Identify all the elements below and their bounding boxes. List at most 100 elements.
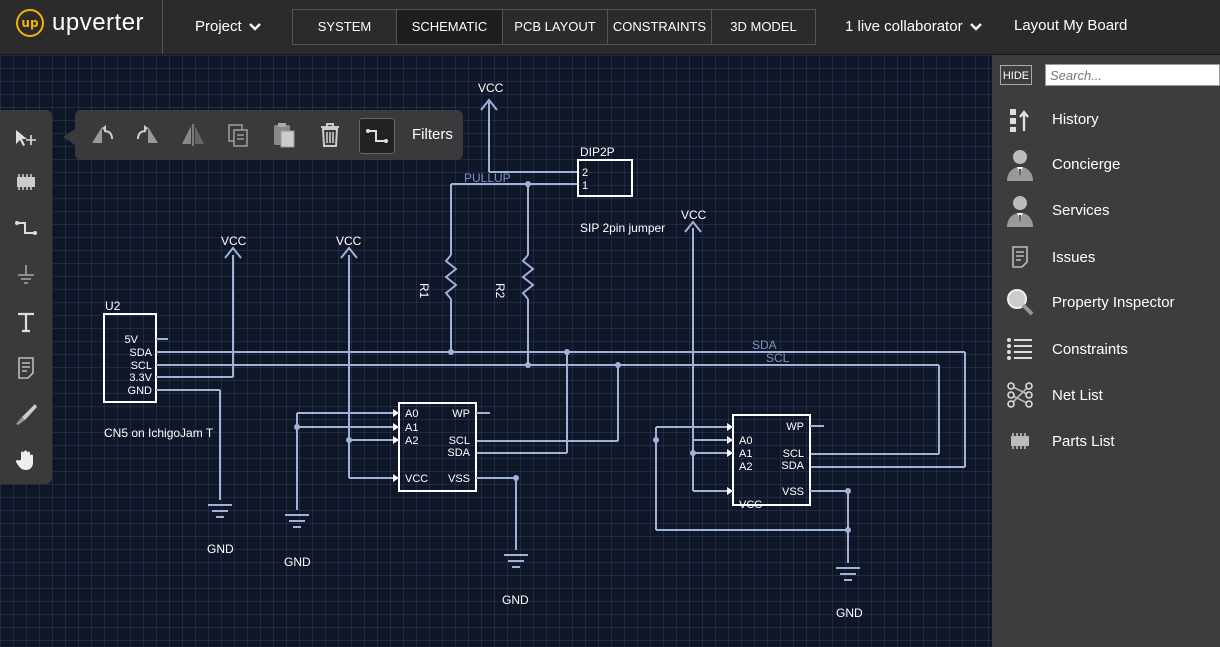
eeprom2-pin-a2: A2	[739, 461, 752, 473]
copy-button[interactable]	[221, 118, 255, 152]
sidebar-item-label: Net List	[1052, 386, 1103, 404]
eeprom2-pin-sda: SDA	[781, 460, 804, 472]
u2-pin-3v3: 3.3V	[129, 372, 152, 384]
wire-tool[interactable]	[10, 212, 42, 244]
tab-3d-model[interactable]: 3D MODEL	[712, 10, 815, 44]
part-tool[interactable]	[10, 166, 42, 198]
eeprom1-pin-a2: A2	[405, 435, 418, 447]
collaborators-label: 1 live collaborator	[845, 18, 963, 35]
eeprom2-pin-vss: VSS	[782, 486, 804, 498]
edit-toolbar: Filters	[63, 110, 463, 160]
project-menu[interactable]: Project	[195, 18, 261, 35]
u2-pin-sda: SDA	[129, 347, 152, 359]
tab-schematic[interactable]: SCHEMATIC	[397, 10, 503, 44]
sidebar-item-property-inspector[interactable]: Property Inspector	[992, 282, 1220, 322]
eeprom2-pin-scl: SCL	[783, 448, 804, 460]
sidebar-item-label: Constraints	[1052, 340, 1128, 358]
sidebar-item-label: History	[1052, 110, 1099, 128]
chip-icon	[1011, 433, 1029, 449]
select-move-tool[interactable]	[10, 122, 42, 154]
net-label-sda: SDA	[752, 338, 777, 352]
sidebar-item-label: Services	[1052, 201, 1110, 219]
chevron-down-icon	[249, 23, 261, 31]
schematic-drawing[interactable]: VCC VCC VCC VCC DIP2P 2 1 SIP 2pin jumpe…	[0, 55, 992, 647]
ground-tool[interactable]	[10, 258, 42, 290]
u2-pin-gnd: GND	[128, 385, 153, 397]
sidebar-item-label: Concierge	[1052, 155, 1121, 173]
note-icon	[18, 357, 34, 379]
rotate-right-button[interactable]	[131, 118, 165, 152]
delete-button[interactable]	[313, 118, 347, 152]
gnd-label: GND	[207, 542, 234, 556]
knife-icon	[16, 404, 37, 425]
netlist-icon	[1007, 382, 1033, 408]
select-move-icon	[16, 130, 36, 146]
logo-text: upverter	[52, 9, 145, 36]
vcc-label: VCC	[681, 208, 707, 222]
sidebar-item-issues[interactable]: Issues	[992, 237, 1220, 277]
tab-constraints[interactable]: CONSTRAINTS	[608, 10, 712, 44]
eeprom1-pin-sda: SDA	[447, 447, 470, 459]
logo[interactable]: up upverter	[16, 9, 144, 37]
top-bar: up upverter Project SYSTEM SCHEMATIC PCB…	[0, 0, 1220, 55]
layout-my-board-button[interactable]: Layout My Board	[1014, 17, 1128, 34]
sidebar-item-label: Parts List	[1052, 432, 1115, 450]
collaborators-menu[interactable]: 1 live collaborator	[845, 18, 982, 35]
eeprom1-pin-wp: WP	[452, 408, 470, 420]
flip-icon	[182, 124, 204, 146]
search-input[interactable]	[1045, 64, 1220, 86]
rotate-left-button[interactable]	[85, 118, 119, 152]
popup-arrow	[63, 129, 75, 145]
right-sidebar: HIDE History Concierge Services Issues P…	[992, 55, 1220, 647]
sidebar-item-constraints[interactable]: Constraints	[992, 329, 1220, 369]
divider	[162, 0, 163, 54]
sidebar-item-net-list[interactable]: Net List	[992, 375, 1220, 415]
wire-icon	[15, 221, 37, 235]
issues-icon	[1012, 246, 1028, 268]
sidebar-item-history[interactable]: History	[992, 99, 1220, 139]
knife-tool[interactable]	[10, 398, 42, 430]
eeprom1-pin-vss: VSS	[448, 473, 470, 485]
gnd-label: GND	[502, 593, 529, 607]
eeprom1-pin-a1: A1	[405, 422, 418, 434]
filters-button[interactable]: Filters	[412, 126, 453, 143]
sidebar-item-services[interactable]: Services	[992, 190, 1220, 230]
hand-tool[interactable]	[10, 444, 42, 476]
tab-pcb-layout[interactable]: PCB LAYOUT	[503, 10, 608, 44]
sidebar-item-parts-list[interactable]: Parts List	[992, 421, 1220, 461]
flip-button[interactable]	[176, 118, 210, 152]
u2-pin-scl: SCL	[131, 360, 152, 372]
rotate-right-icon	[137, 125, 158, 143]
gnd-label: GND	[836, 606, 863, 620]
project-label: Project	[195, 18, 242, 35]
u2-pin-5v: 5V	[125, 334, 139, 346]
dip-name: DIP2P	[580, 145, 615, 159]
net-label-pullup: PULLUP	[464, 171, 511, 185]
services-icon	[1007, 196, 1033, 227]
text-tool[interactable]	[10, 306, 42, 338]
paste-button[interactable]	[267, 118, 301, 152]
eeprom1-pin-vcc: VCC	[405, 473, 428, 485]
wire-filter-button[interactable]	[359, 118, 395, 154]
eeprom2-pin-vcc: VCC	[739, 499, 762, 511]
vcc-label: VCC	[336, 234, 362, 248]
chevron-down-icon	[969, 23, 982, 31]
note-tool[interactable]	[10, 352, 42, 384]
sidebar-item-label: Property Inspector	[1052, 293, 1175, 311]
tab-system[interactable]: SYSTEM	[293, 10, 397, 44]
history-icon	[1010, 109, 1029, 132]
vcc-label: VCC	[478, 81, 504, 95]
u2-description: CN5 on IchigoJam T	[104, 426, 214, 440]
vcc-label: VCC	[221, 234, 247, 248]
list-icon	[1007, 338, 1032, 360]
u2-name: U2	[105, 299, 121, 313]
hide-sidebar-button[interactable]: HIDE	[1000, 65, 1032, 85]
copy-icon	[228, 124, 248, 147]
trash-icon	[321, 123, 339, 147]
gnd-label: GND	[284, 555, 311, 569]
magnifier-icon	[1007, 289, 1034, 316]
net-label-scl: SCL	[766, 351, 790, 365]
sidebar-item-concierge[interactable]: Concierge	[992, 144, 1220, 184]
eeprom2-pin-a0: A0	[739, 435, 752, 447]
eeprom2-pin-wp: WP	[786, 421, 804, 433]
